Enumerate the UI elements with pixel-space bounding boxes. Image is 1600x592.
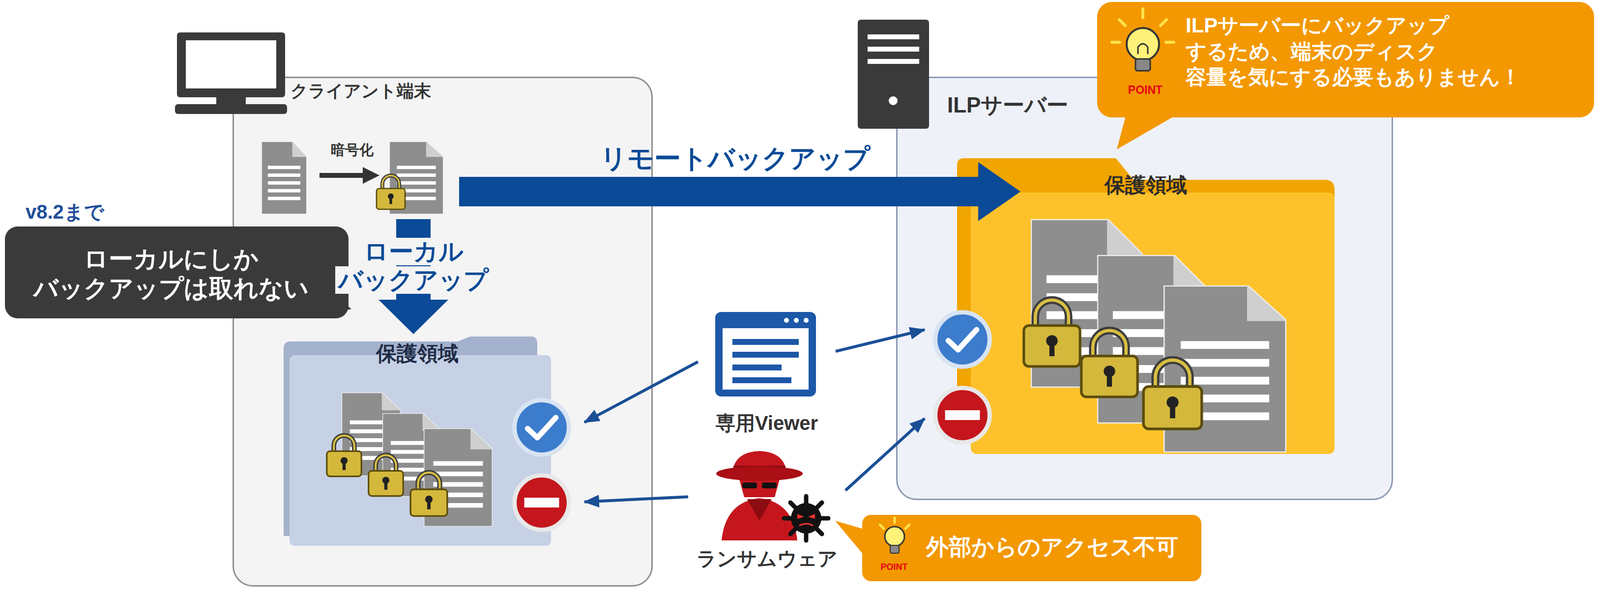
blocked-mark (514, 475, 570, 531)
panel-title: ILPサーバー (947, 92, 1069, 119)
point-badge: POINT (872, 562, 917, 574)
callout-body (862, 515, 1202, 582)
folder-front (289, 355, 552, 547)
blocked-mark (935, 388, 990, 443)
callout-tail (835, 521, 863, 554)
folder-title: 保護領域 (283, 341, 552, 367)
access-arrow (584, 361, 699, 423)
allowed-mark (935, 312, 990, 368)
access-arrow (845, 418, 925, 491)
icon-label: 専用Viewer (698, 411, 836, 436)
icon-label: ランサムウェア (688, 547, 846, 571)
callout-text: 外部からのアクセス不可 (926, 533, 1179, 561)
point-callout: POINT ILPサーバーにバックアップ するため、端末のディスク 容量を気にする… (1097, 1, 1595, 118)
access-arrow (584, 496, 689, 502)
panel-title: クライアント端末 (290, 80, 432, 102)
note-callout: v8.2までローカルにしか バックアップは取れない (4, 226, 349, 319)
folder-front (970, 192, 1335, 455)
bulb-icon (879, 518, 910, 554)
callout-text: ローカルにしか バックアップは取れない (4, 244, 337, 304)
bulb-icon (1111, 8, 1174, 71)
server-icon (857, 19, 930, 129)
arrow-label: リモートバックアップ (587, 142, 883, 175)
callout-text: ILPサーバーにバックアップ するため、端末のディスク 容量を気にする必要もあり… (1185, 12, 1550, 91)
point-callout: POINT 外部からのアクセス不可 (862, 515, 1202, 582)
version-label: v8.2まで (25, 200, 105, 224)
step-label: 暗号化 (324, 141, 380, 159)
callout-tail (1116, 112, 1181, 150)
encrypt-arrow (319, 167, 380, 184)
access-arrow (835, 329, 925, 352)
callout-body (1097, 1, 1595, 118)
panel-border (233, 77, 653, 587)
callout-body (4, 226, 349, 319)
label-wrap: ローカル バックアップ (329, 237, 497, 295)
local-backup-arrow (378, 219, 449, 335)
remote-backup-arrow (459, 162, 1021, 222)
panel-border (897, 77, 1393, 500)
point-badge: POINT (1110, 83, 1180, 98)
monitor-icon (174, 32, 288, 115)
lock-icon (376, 175, 406, 210)
allowed-mark (514, 400, 570, 456)
local-documents (326, 392, 493, 527)
ransomware-figure (716, 451, 829, 541)
server-documents (1023, 219, 1287, 453)
plain-document (261, 141, 307, 215)
folder-title: 保護領域 (957, 173, 1335, 198)
arrow-label: ローカル バックアップ (335, 237, 492, 294)
viewer-icon (715, 312, 816, 397)
